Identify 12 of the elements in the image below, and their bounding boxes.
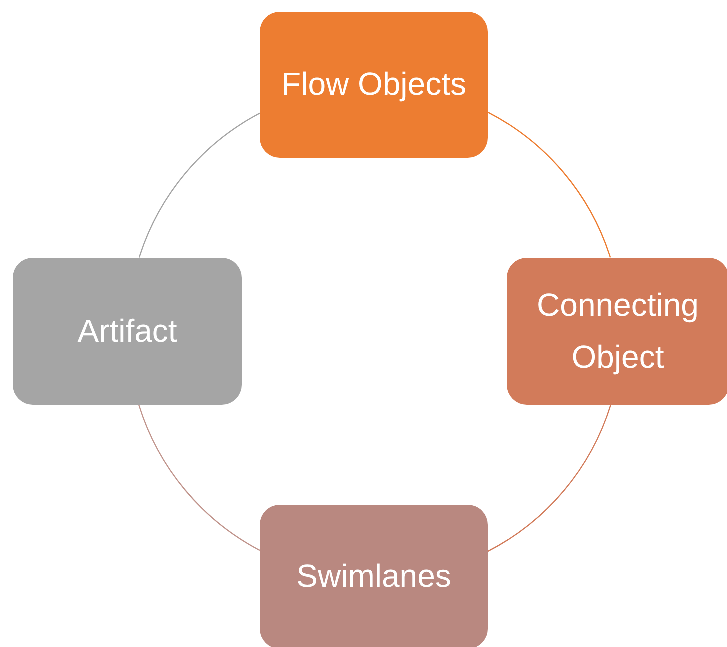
- box-label: Artifact: [78, 312, 178, 351]
- connector-arc: [488, 112, 612, 258]
- process-box: [507, 258, 727, 405]
- connector-arc: [138, 112, 260, 258]
- process-box: [260, 12, 488, 158]
- box-label: Connecting Object: [536, 286, 700, 377]
- connector-arc: [138, 405, 260, 552]
- connector-arc: [488, 405, 612, 552]
- box-label: Flow Objects: [282, 65, 466, 104]
- process-box: [260, 505, 488, 647]
- process-box: [13, 258, 242, 405]
- box-label: Swimlanes: [296, 557, 452, 596]
